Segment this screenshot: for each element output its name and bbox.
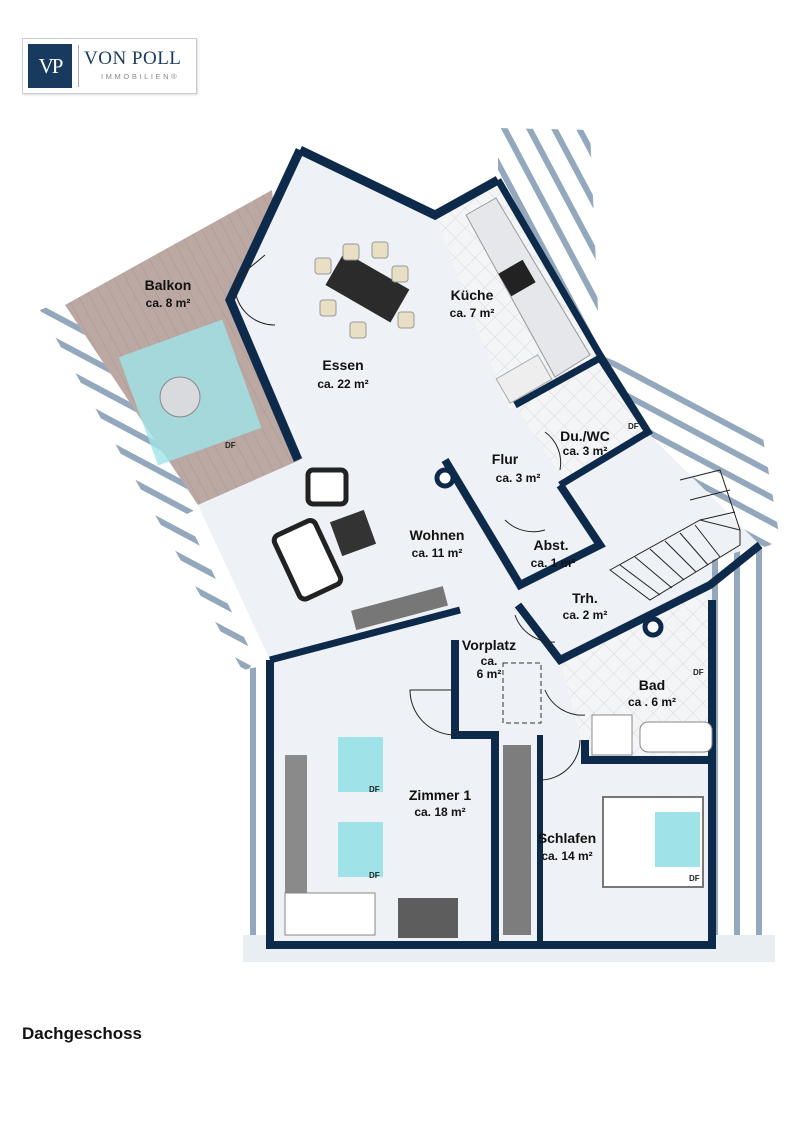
room-area-vorplatz-2: 6 m² — [477, 667, 502, 681]
skylight-label: DF — [689, 874, 700, 883]
roof-slope-right — [712, 545, 775, 960]
room-area-schlafen: ca. 14 m² — [541, 849, 592, 863]
room-labels: Balkon ca. 8 m² Essen ca. 22 m² Küche ca… — [145, 277, 676, 863]
skylight — [338, 822, 383, 877]
desk — [398, 898, 458, 938]
column — [434, 467, 456, 489]
logo-mark: VP — [28, 44, 72, 88]
wall-wohnen-bottom — [269, 606, 461, 664]
room-name-bad: Bad — [639, 677, 665, 693]
skylight-label: DF — [369, 785, 380, 794]
sideboard — [351, 586, 448, 631]
wall-flur — [441, 457, 606, 591]
bath-tiles — [560, 592, 712, 755]
roof-slope-left — [40, 300, 255, 675]
dining-table — [325, 252, 410, 323]
room-area-zimmer1: ca. 18 m² — [414, 805, 465, 819]
column — [642, 616, 664, 638]
wall-trh — [514, 541, 763, 666]
wall-wc-outer — [513, 353, 653, 488]
door-schlafen — [539, 739, 581, 781]
room-name-schlafen: Schlafen — [538, 830, 596, 846]
roof-slope-right-upper — [600, 355, 780, 550]
wardrobe — [285, 755, 307, 895]
wall-vorplatz-left — [451, 640, 499, 945]
room-area-vorplatz-1: ca. — [481, 654, 498, 668]
dining-chairs — [314, 241, 415, 339]
room-area-kueche: ca. 7 m² — [450, 306, 495, 320]
room-name-vorplatz: Vorplatz — [462, 637, 516, 653]
logo-subtitle: IMMOBILIEN® — [101, 72, 180, 81]
skylight-label: DF — [628, 422, 639, 431]
walls — [225, 145, 763, 949]
room-area-trh: ca. 2 m² — [563, 608, 608, 622]
room-name-duwc: Du./WC — [560, 428, 610, 444]
room-name-abst: Abst. — [534, 537, 569, 553]
door-wc — [544, 431, 562, 471]
room-area-wohnen: ca. 11 m² — [412, 546, 463, 560]
bathtub — [639, 721, 713, 753]
door-abst — [504, 519, 546, 533]
room-area-abst: ca. 1 m² — [531, 556, 576, 570]
room-area-bad: ca . 6 m² — [628, 695, 676, 709]
room-name-trh: Trh. — [572, 590, 598, 606]
doors — [234, 254, 586, 781]
room-name-balkon: Balkon — [145, 277, 192, 293]
kitchen-sink — [495, 354, 553, 404]
door-zimmer1 — [409, 689, 456, 736]
kitchen-counter — [465, 197, 591, 378]
schlafen-wardrobe — [503, 745, 531, 935]
skylight-label: DF — [369, 871, 380, 880]
logo-name: VON POLL — [84, 48, 182, 69]
wall-bath — [581, 740, 712, 764]
room-area-essen: ca. 22 m² — [317, 377, 368, 391]
skylight-label: DF — [693, 668, 704, 677]
armchair — [305, 467, 349, 507]
attic-hatch — [502, 662, 542, 724]
room-name-zimmer1: Zimmer 1 — [409, 787, 471, 803]
room-area-flur: ca. 3 m² — [496, 471, 541, 485]
door-balkon — [234, 254, 276, 326]
logo-divider — [78, 45, 79, 87]
room-area-balkon: ca. 8 m² — [146, 296, 191, 310]
door-bad — [544, 689, 586, 716]
von-poll-logo: VP VON POLL IMMOBILIEN® — [22, 38, 197, 94]
room-name-essen: Essen — [322, 357, 363, 373]
room-name-kueche: Küche — [451, 287, 494, 303]
skylight-label: DF — [225, 441, 236, 450]
skylight-labels: DF DF DF DF DF DF — [225, 422, 704, 883]
balcony-table — [159, 376, 201, 418]
coffee-table — [329, 509, 377, 557]
wall-essen-left — [225, 148, 305, 462]
staircase — [609, 469, 741, 601]
bed-single — [284, 892, 376, 936]
door-trh — [514, 614, 556, 643]
room-area-duwc: ca. 3 m² — [563, 444, 608, 458]
roof-slope-upper — [498, 128, 600, 355]
skylight — [338, 737, 383, 792]
skylight — [655, 812, 700, 867]
shower — [591, 714, 633, 756]
room-name-flur: Flur — [492, 451, 519, 467]
cooktop — [498, 259, 536, 297]
room-name-wohnen: Wohnen — [410, 527, 465, 543]
wall-essen-top — [298, 145, 501, 221]
sofa — [271, 518, 344, 602]
floor-caption: Dachgeschoss — [22, 1024, 142, 1043]
